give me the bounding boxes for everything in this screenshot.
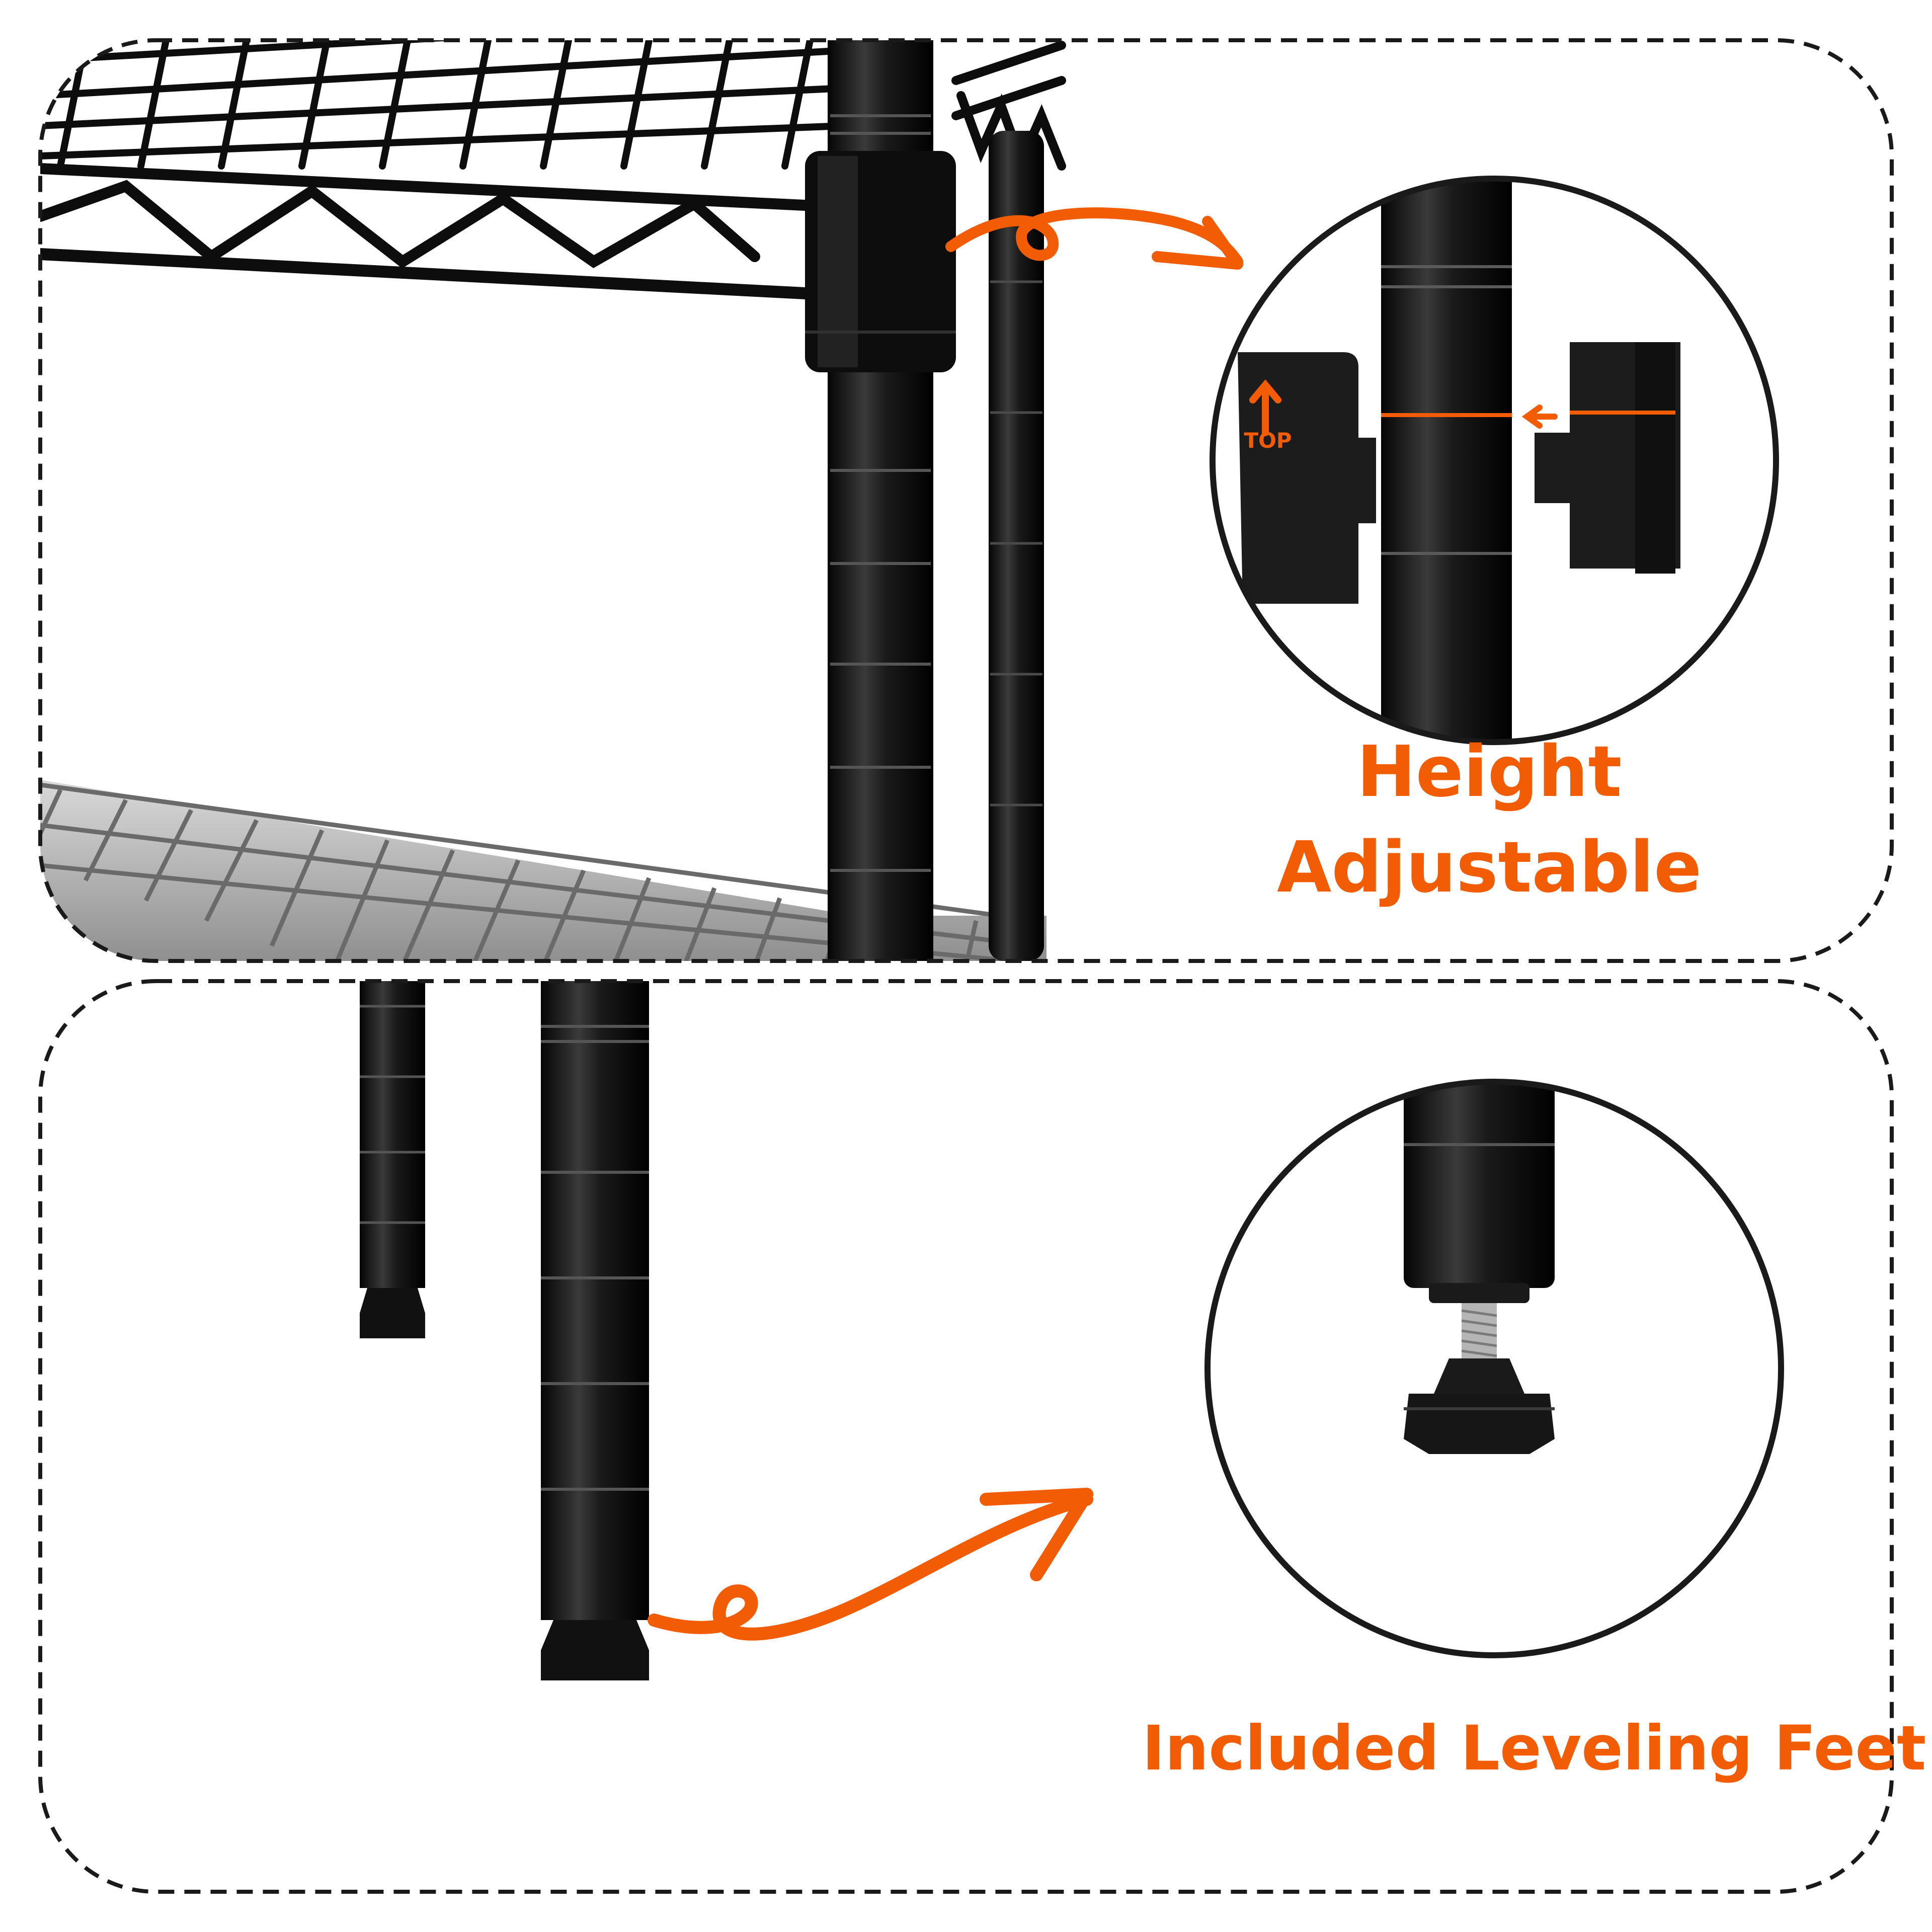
curly-arrow-icon — [648, 1493, 1093, 1641]
back-post — [989, 131, 1044, 961]
upper-wire-shelf — [40, 40, 1066, 300]
front-leg — [541, 981, 649, 1680]
leveling-feet-title: Included Leveling Feet — [1142, 1713, 1926, 1784]
arrow-head — [980, 1488, 1093, 1581]
foot-detail-magnifier — [1204, 1079, 1784, 1658]
front-post — [805, 40, 956, 961]
top-panel-frame — [38, 38, 1894, 963]
sleeve-detail-magnifier: TOP — [1210, 176, 1779, 745]
top-panel: TOP — [38, 38, 1894, 963]
curly-arrow-icon — [945, 207, 1243, 267]
top-mark-label: TOP — [1244, 428, 1292, 453]
arrow-head — [1152, 216, 1243, 270]
height-title-line-2: Adjustable — [1276, 827, 1702, 909]
bottom-panel — [38, 979, 1894, 1894]
back-leg — [360, 981, 425, 1338]
height-title-line-1: Height — [1356, 731, 1622, 813]
height-adjustable-title: Height Adjustable — [1238, 725, 1741, 916]
